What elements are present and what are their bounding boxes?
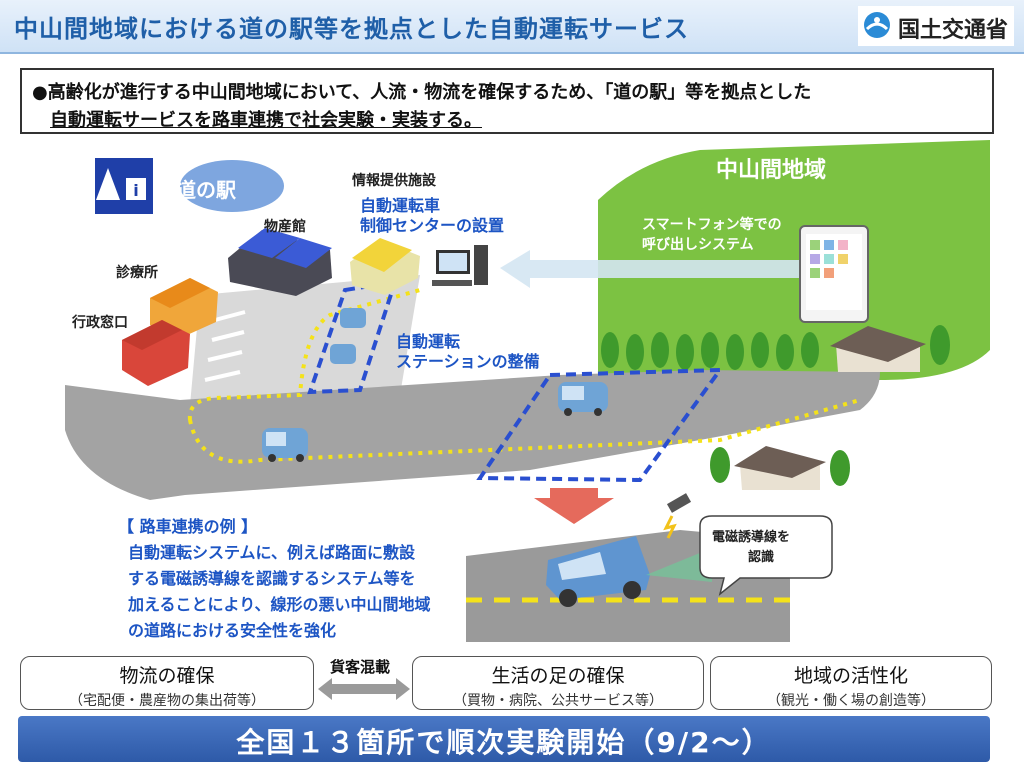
example-block: 【 路車連携の例 】 自動運転システムに、例えば路面に敷設 する電磁誘導線を認識… — [118, 514, 431, 644]
benefit-title: 生活の足の確保 — [491, 665, 625, 687]
summary-line-1: ●高齢化が進行する中山間地域において、人流・物流を確保するため、「道の駅」等を拠… — [32, 82, 812, 103]
bussankan-building — [228, 228, 332, 296]
clinic-label: 診療所 — [116, 265, 158, 281]
example-line: する電磁誘導線を認識するシステム等を — [128, 569, 416, 588]
call-arrow — [500, 250, 800, 288]
recognition-callout — [699, 515, 833, 596]
benefit-subtitle: （観光・働く場の創造等） — [767, 693, 935, 709]
autonomous-vehicle — [330, 308, 366, 364]
benefit-revitalization: 地域の活性化 （観光・働く場の創造等） — [710, 656, 992, 710]
summary-box: ●高齢化が進行する中山間地域において、人流・物流を確保するため、「道の駅」等を拠… — [20, 68, 994, 134]
recognition-label-2: 認識 — [748, 550, 775, 565]
detail-down-arrow — [534, 488, 614, 524]
house-lower — [734, 446, 826, 490]
tree-row — [601, 325, 950, 486]
michi-no-eki-label: 道の駅 — [176, 178, 236, 202]
control-center-label-2: 制御センターの設置 — [360, 216, 505, 235]
michi-no-eki-logo-icon: i — [95, 158, 153, 214]
house-upper — [830, 326, 926, 372]
parking-stripes — [204, 310, 246, 382]
svg-text:i: i — [133, 181, 138, 200]
double-arrow-icon — [318, 678, 410, 700]
benefit-mobility: 生活の足の確保 （買物・病院、公共サービス等） — [412, 656, 704, 710]
banner-text: 全国１３箇所で順次実験開始（9/2～） — [236, 726, 772, 759]
admin-office-label: 行政窓口 — [72, 315, 128, 331]
control-computer-icon — [432, 245, 488, 286]
example-line: 自動運転システムに、例えば路面に敷設 — [128, 543, 416, 562]
control-center-label-1: 自動運転車 — [360, 196, 441, 215]
admin-office-building — [122, 320, 190, 386]
summary-line-2: 自動運転サービスを路車連携で社会実験・実装する。 — [50, 110, 482, 131]
page-title: 中山間地域における道の駅等を拠点とした自動運転サービス — [14, 15, 689, 43]
bottom-banner: 全国１３箇所で順次実験開始（9/2～） — [18, 716, 990, 762]
satellite-icon — [663, 493, 692, 539]
main-road — [65, 370, 880, 500]
ministry-emblem-icon — [864, 12, 890, 38]
smartphone-label-1: スマートフォン等での — [642, 217, 782, 233]
michi-no-eki-bubble — [180, 160, 284, 212]
cargo-mix-label: 貨客混載 — [330, 658, 391, 676]
station-parking-lot — [190, 275, 420, 405]
station-label-2: ステーションの整備 — [396, 352, 540, 371]
ministry-name: 国土交通省 — [898, 18, 1009, 43]
info-facility-building — [350, 238, 420, 295]
smartphone-label-2: 呼び出しシステム — [642, 237, 754, 253]
road-dashed-box — [476, 367, 725, 483]
route-dotted-line — [187, 288, 861, 464]
benefit-logistics: 物流の確保 （宅配便・農産物の集出荷等） — [20, 656, 314, 710]
ministry-logo: 国土交通省 — [858, 6, 1014, 46]
benefit-title: 地域の活性化 — [793, 665, 908, 687]
example-line: 加えることにより、線形の悪い中山間地域 — [128, 595, 431, 614]
example-heading: 【 路車連携の例 】 — [118, 517, 258, 536]
station-label-1: 自動運転 — [396, 332, 461, 351]
benefit-subtitle: （宅配便・農産物の集出荷等） — [69, 693, 265, 709]
example-line: の道路における安全性を強化 — [128, 621, 337, 640]
detail-vehicle — [546, 536, 712, 607]
info-facility-label: 情報提供施設 — [352, 173, 436, 189]
autonomous-vehicle — [558, 382, 608, 416]
bussankan-label: 物産館 — [264, 219, 306, 235]
title-bar: 中山間地域における道の駅等を拠点とした自動運転サービス 国土交通省 — [0, 0, 1024, 54]
recognition-label-1: 電磁誘導線を — [712, 530, 791, 545]
autonomous-vehicle — [262, 428, 308, 462]
smartphone-tablet-icon — [799, 225, 869, 323]
region-label: 中山間地域 — [716, 158, 827, 183]
benefit-title: 物流の確保 — [119, 665, 215, 687]
benefit-subtitle: （買物・病院、公共サービス等） — [453, 693, 663, 709]
service-diagram: i — [65, 140, 990, 642]
